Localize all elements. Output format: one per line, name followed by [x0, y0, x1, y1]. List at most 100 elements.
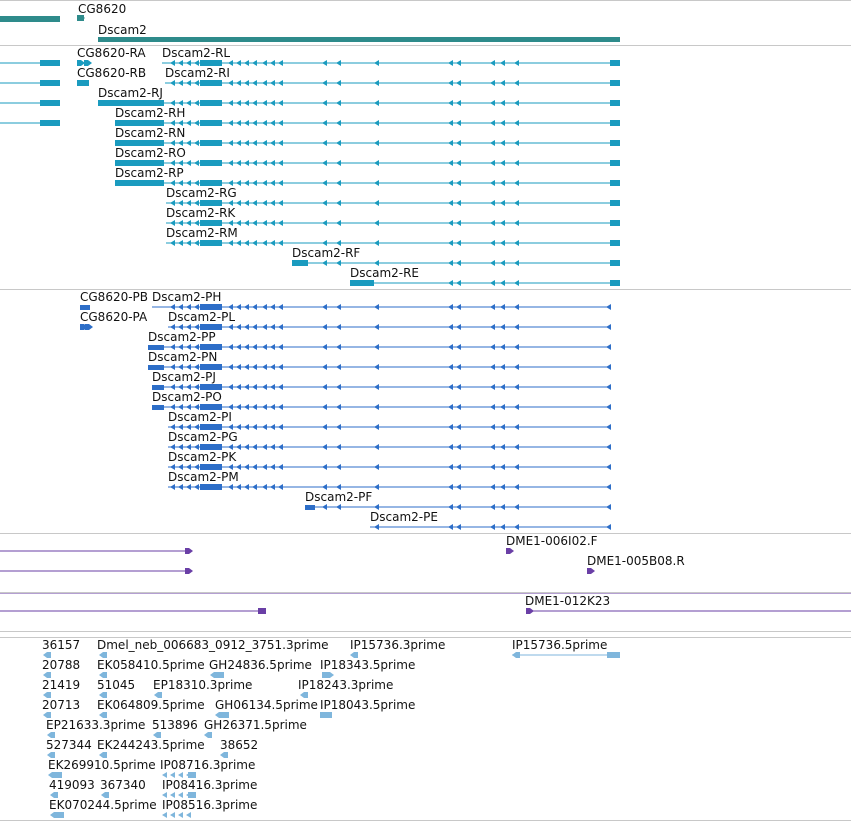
direction-arrow[interactable]: [270, 444, 275, 450]
direction-arrow[interactable]: [322, 180, 327, 186]
direction-arrow[interactable]: [606, 344, 611, 350]
feature-end[interactable]: [43, 712, 51, 718]
direction-arrow[interactable]: [244, 80, 249, 86]
direction-arrow[interactable]: [262, 364, 267, 370]
exon-block[interactable]: [0, 16, 60, 22]
direction-arrow[interactable]: [252, 344, 257, 350]
direction-arrow[interactable]: [448, 80, 453, 86]
direction-arrow[interactable]: [336, 240, 341, 246]
direction-arrow[interactable]: [252, 364, 257, 370]
direction-arrow[interactable]: [170, 384, 175, 390]
direction-arrow[interactable]: [456, 140, 461, 146]
direction-arrow[interactable]: [194, 404, 199, 410]
exon-block[interactable]: [258, 608, 266, 614]
exon-block[interactable]: [200, 464, 222, 470]
direction-arrow[interactable]: [270, 100, 275, 106]
direction-arrow[interactable]: [448, 424, 453, 430]
feature-end[interactable]: [153, 732, 161, 738]
exon-block[interactable]: [188, 772, 196, 778]
direction-arrow[interactable]: [178, 364, 183, 370]
direction-arrow[interactable]: [336, 220, 341, 226]
feature-end[interactable]: [47, 732, 55, 738]
direction-arrow[interactable]: [514, 80, 519, 86]
direction-arrow[interactable]: [252, 80, 257, 86]
direction-arrow[interactable]: [178, 60, 183, 66]
direction-arrow[interactable]: [374, 364, 379, 370]
direction-arrow[interactable]: [170, 180, 175, 186]
direction-arrow[interactable]: [374, 180, 379, 186]
direction-arrow[interactable]: [252, 100, 257, 106]
direction-arrow[interactable]: [178, 100, 183, 106]
direction-arrow[interactable]: [228, 240, 233, 246]
direction-arrow[interactable]: [448, 280, 453, 286]
direction-arrow[interactable]: [456, 384, 461, 390]
direction-arrow[interactable]: [170, 304, 175, 310]
direction-arrow[interactable]: [262, 464, 267, 470]
direction-arrow[interactable]: [178, 160, 183, 166]
direction-arrow[interactable]: [490, 200, 495, 206]
exon-block[interactable]: [200, 344, 222, 350]
direction-arrow[interactable]: [456, 220, 461, 226]
exon-block[interactable]: [223, 712, 229, 718]
direction-arrow[interactable]: [374, 140, 379, 146]
direction-arrow[interactable]: [514, 140, 519, 146]
direction-arrow[interactable]: [262, 180, 267, 186]
direction-arrow[interactable]: [456, 160, 461, 166]
exon-block[interactable]: [115, 180, 164, 186]
exon-block[interactable]: [200, 240, 222, 246]
exon-block[interactable]: [607, 652, 620, 658]
direction-arrow[interactable]: [448, 100, 453, 106]
direction-arrow[interactable]: [490, 464, 495, 470]
direction-arrow[interactable]: [322, 100, 327, 106]
direction-arrow[interactable]: [236, 484, 241, 490]
direction-arrow[interactable]: [490, 260, 495, 266]
direction-arrow[interactable]: [194, 484, 199, 490]
direction-arrow[interactable]: [500, 404, 505, 410]
transcript-label[interactable]: Dscam2-RK: [166, 206, 236, 220]
direction-arrow[interactable]: [278, 80, 283, 86]
direction-arrow[interactable]: [374, 304, 379, 310]
direction-arrow[interactable]: [236, 180, 241, 186]
direction-arrow[interactable]: [244, 240, 249, 246]
direction-arrow[interactable]: [170, 404, 175, 410]
direction-arrow[interactable]: [514, 304, 519, 310]
exon-block[interactable]: [40, 60, 60, 66]
direction-arrow[interactable]: [178, 792, 183, 798]
direction-arrow[interactable]: [606, 404, 611, 410]
direction-arrow[interactable]: [448, 240, 453, 246]
direction-arrow[interactable]: [374, 100, 379, 106]
direction-arrow[interactable]: [244, 220, 249, 226]
direction-arrow[interactable]: [514, 60, 519, 66]
exon-block[interactable]: [610, 100, 620, 106]
feature-end[interactable]: [220, 752, 228, 758]
direction-arrow[interactable]: [186, 344, 191, 350]
direction-arrow[interactable]: [490, 240, 495, 246]
direction-arrow[interactable]: [456, 200, 461, 206]
direction-arrow[interactable]: [262, 160, 267, 166]
direction-arrow[interactable]: [186, 120, 191, 126]
est-label[interactable]: GH26371.5prime: [204, 718, 307, 732]
direction-arrow[interactable]: [456, 100, 461, 106]
est-label[interactable]: IP08516.3prime: [162, 798, 258, 812]
direction-arrow[interactable]: [236, 464, 241, 470]
direction-arrow[interactable]: [186, 240, 191, 246]
direction-arrow[interactable]: [606, 524, 611, 530]
direction-arrow[interactable]: [178, 220, 183, 226]
est-label[interactable]: IP08416.3prime: [162, 778, 258, 792]
direction-arrow[interactable]: [336, 180, 341, 186]
direction-arrow[interactable]: [236, 364, 241, 370]
direction-arrow[interactable]: [252, 180, 257, 186]
direction-arrow[interactable]: [322, 240, 327, 246]
direction-arrow[interactable]: [194, 140, 199, 146]
direction-arrow[interactable]: [374, 120, 379, 126]
feature-end[interactable]: [99, 712, 107, 718]
exon-block[interactable]: [200, 304, 222, 310]
direction-arrow[interactable]: [278, 220, 283, 226]
direction-arrow[interactable]: [606, 364, 611, 370]
direction-arrow[interactable]: [178, 404, 183, 410]
protein-label[interactable]: Dscam2-PP: [148, 330, 216, 344]
exon-block[interactable]: [610, 280, 620, 286]
direction-arrow[interactable]: [170, 424, 175, 430]
est-label[interactable]: 51045: [97, 678, 136, 692]
direction-arrow[interactable]: [162, 772, 167, 778]
